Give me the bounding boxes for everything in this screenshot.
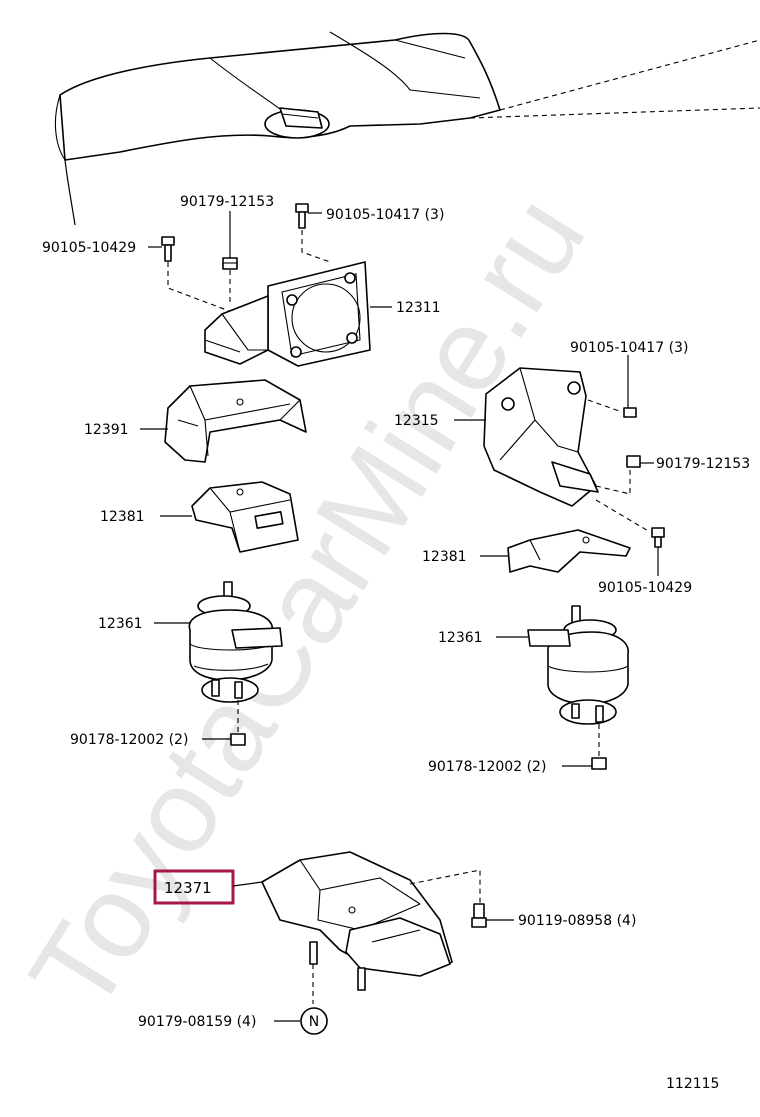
part-12381-right (507, 529, 631, 573)
part-12381-left (191, 481, 299, 553)
hex-bolt-icon (623, 407, 637, 418)
part-12361-right (527, 605, 629, 725)
hex-nut-icon (230, 733, 246, 746)
label-12381-left: 12381 (100, 509, 145, 525)
hex-bolt-icon (295, 203, 309, 229)
hex-bolt-icon (161, 236, 175, 262)
label-90105-10417-right: 90105-10417 (3) (570, 340, 688, 356)
label-90105-10429-left: 90105-10429 (42, 240, 136, 256)
part-12315-bracket (483, 367, 599, 507)
label-90105-10429-right: 90105-10429 (598, 580, 692, 596)
label-90179-08159: 90179-08159 (4) (138, 1014, 256, 1030)
hex-bolt-icon (471, 903, 487, 928)
label-12315: 12315 (394, 413, 439, 429)
part-12311-bracket (204, 261, 371, 367)
label-12361-right: 12361 (438, 630, 483, 646)
label-12381-right: 12381 (422, 549, 467, 565)
label-90178-12002-right: 90178-12002 (2) (428, 759, 546, 775)
label-90179-12153-right: 90179-12153 (656, 456, 750, 472)
svg-text:N: N (309, 1014, 319, 1030)
engine-outline (54, 31, 760, 226)
part-12391-cover (164, 379, 307, 463)
label-12311: 12311 (396, 300, 441, 316)
part-12371-rear-mount (261, 851, 453, 991)
label-12371: 12371 (164, 879, 212, 897)
highlight-box (153, 869, 235, 905)
hex-nut-icon (626, 455, 641, 468)
figure-number: 112115 (666, 1076, 719, 1092)
circled-letter-icon: N (300, 1007, 328, 1035)
label-90178-12002-left: 90178-12002 (2) (70, 732, 188, 748)
hex-bolt-icon (651, 527, 665, 548)
label-90179-12153-top: 90179-12153 (180, 194, 274, 210)
hex-nut-icon (591, 757, 607, 770)
label-90119-08958: 90119-08958 (4) (518, 913, 636, 929)
label-12391: 12391 (84, 422, 129, 438)
label-12361-left: 12361 (98, 616, 143, 632)
label-90105-10417-top: 90105-10417 (3) (326, 207, 444, 223)
part-12361-left (188, 581, 283, 703)
hex-nut-icon (222, 257, 238, 270)
